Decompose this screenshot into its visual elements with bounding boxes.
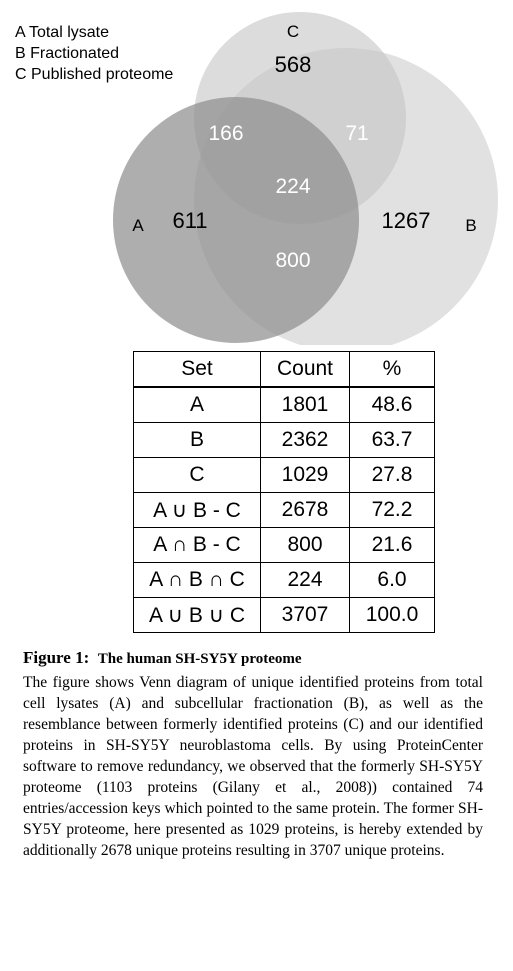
cell-percent: 63.7 xyxy=(349,422,435,458)
caption-body: The figure shows Venn diagram of unique … xyxy=(23,674,483,859)
header-set: Set xyxy=(133,351,261,388)
cell-percent: 100.0 xyxy=(349,597,435,633)
legend-item-a: A Total lysate xyxy=(15,24,109,41)
legend-item-c: C Published proteome xyxy=(15,66,174,83)
caption-label: Figure 1: xyxy=(23,648,90,667)
venn-diagram: C A B 568 611 1267 166 71 224 800 xyxy=(113,12,498,345)
header-percent: % xyxy=(349,351,435,388)
cell-set: A ∪ B ∪ C xyxy=(133,597,261,633)
venn-count-only-a: 611 xyxy=(172,208,207,233)
legend-item-b: B Fractionated xyxy=(15,45,120,62)
venn-legend: A Total lysate B Fractionated C Publishe… xyxy=(15,22,173,85)
set-count-table: Set Count % A 1801 48.6 B 2362 63.7 C 10… xyxy=(133,351,435,633)
cell-count: 224 xyxy=(260,562,350,598)
caption-title: Figure 1: The human SH-SY5Y proteome xyxy=(23,648,483,668)
venn-label-a: A xyxy=(132,216,144,235)
table-row: B 2362 63.7 xyxy=(133,422,435,458)
cell-count: 1029 xyxy=(260,457,350,493)
venn-circle-a xyxy=(113,97,359,343)
venn-count-b-c: 71 xyxy=(345,122,368,145)
cell-set: A xyxy=(133,386,261,423)
cell-count: 2678 xyxy=(260,492,350,528)
cell-percent: 72.2 xyxy=(349,492,435,528)
cell-set: A ∪ B - C xyxy=(133,492,261,528)
cell-percent: 21.6 xyxy=(349,527,435,563)
figure-caption: Figure 1: The human SH-SY5Y proteome The… xyxy=(23,648,483,861)
venn-count-a-b: 800 xyxy=(275,249,310,272)
header-count: Count xyxy=(260,351,350,388)
cell-percent: 48.6 xyxy=(349,386,435,423)
table-row: C 1029 27.8 xyxy=(133,457,435,493)
table-row: A ∩ B ∩ C 224 6.0 xyxy=(133,562,435,598)
venn-label-b: B xyxy=(465,216,476,235)
venn-count-a-c: 166 xyxy=(208,122,243,145)
cell-count: 3707 xyxy=(260,597,350,633)
table-row: A ∩ B - C 800 21.6 xyxy=(133,527,435,563)
caption-heading: The human SH-SY5Y proteome xyxy=(97,651,302,667)
venn-count-only-b: 1267 xyxy=(382,208,431,233)
table-header-row: Set Count % xyxy=(133,351,435,388)
venn-count-a-b-c: 224 xyxy=(275,175,310,198)
cell-set: C xyxy=(133,457,261,493)
cell-set: A ∩ B - C xyxy=(133,527,261,563)
cell-percent: 27.8 xyxy=(349,457,435,493)
table-row: A ∪ B - C 2678 72.2 xyxy=(133,492,435,528)
venn-label-c: C xyxy=(287,22,299,41)
cell-count: 2362 xyxy=(260,422,350,458)
table-row: A 1801 48.6 xyxy=(133,386,435,423)
cell-set: B xyxy=(133,422,261,458)
cell-count: 800 xyxy=(260,527,350,563)
cell-percent: 6.0 xyxy=(349,562,435,598)
cell-count: 1801 xyxy=(260,386,350,423)
cell-set: A ∩ B ∩ C xyxy=(133,562,261,598)
table-row: A ∪ B ∪ C 3707 100.0 xyxy=(133,597,435,633)
venn-count-only-c: 568 xyxy=(275,52,312,77)
